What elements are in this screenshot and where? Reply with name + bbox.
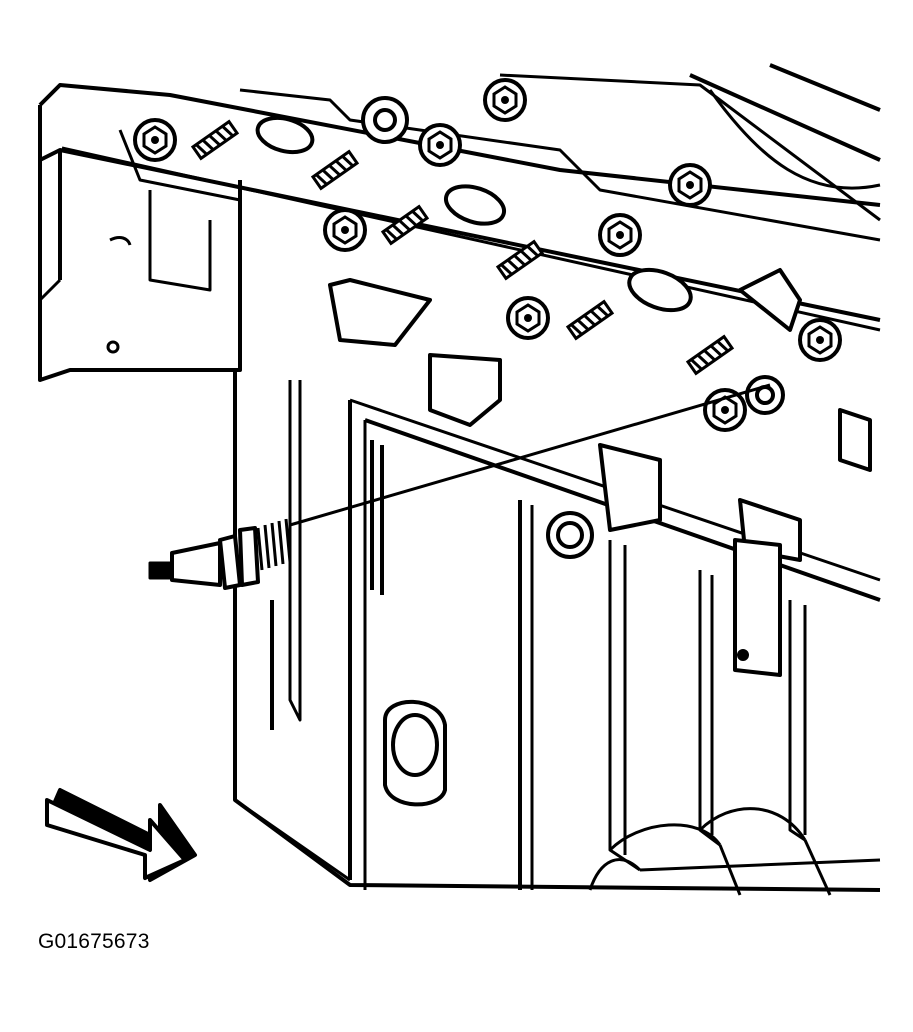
front-direction-arrow-icon bbox=[45, 788, 197, 882]
block-ribs bbox=[270, 440, 384, 730]
manifold-studs bbox=[191, 120, 734, 375]
spark-plug-bore bbox=[546, 375, 785, 559]
spark-plug bbox=[148, 383, 771, 590]
drain-boss bbox=[383, 699, 447, 807]
figure-id-code: G01675673 bbox=[38, 930, 150, 953]
engine-block bbox=[233, 370, 881, 896]
spark-plug-threads bbox=[256, 518, 292, 571]
left-bracket bbox=[38, 160, 242, 382]
exhaust-ports bbox=[255, 96, 693, 313]
block-lugs bbox=[328, 268, 872, 677]
